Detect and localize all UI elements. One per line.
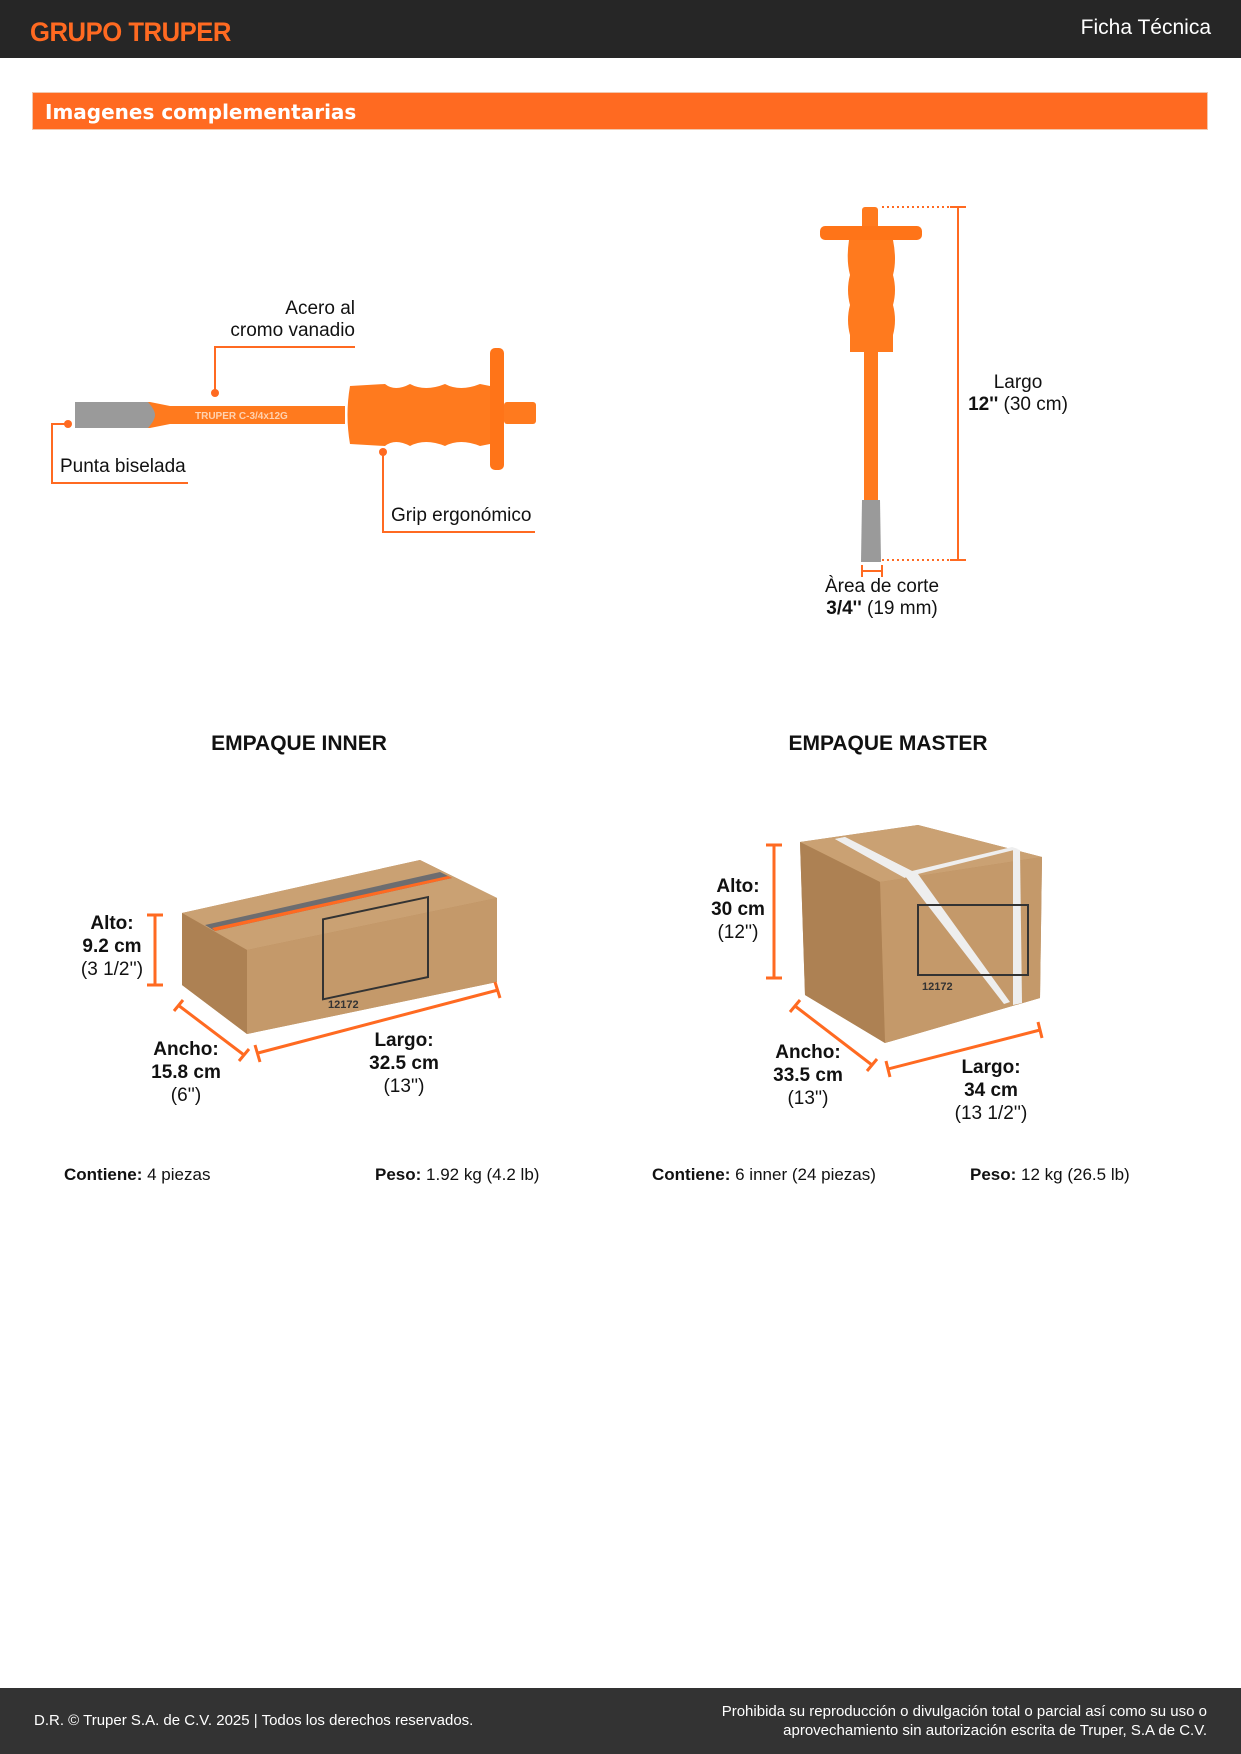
inner-contiene-label: Contiene: bbox=[64, 1165, 143, 1184]
inner-contents: Contiene: 4 piezas bbox=[64, 1165, 210, 1185]
inner-weight: Peso: 1.92 kg (4.2 lb) bbox=[375, 1165, 539, 1185]
master-title: EMPAQUE MASTER bbox=[788, 732, 988, 755]
master-alto-label: Alto: bbox=[716, 876, 760, 897]
master-ancho: Ancho: 33.5 cm (13'') bbox=[758, 1041, 858, 1110]
master-alto-value: 30 cm bbox=[711, 899, 765, 920]
length-value: 12'' bbox=[968, 394, 999, 415]
length-metric: (30 cm) bbox=[1003, 394, 1068, 415]
callout-material-line1: Acero al bbox=[285, 298, 355, 319]
master-contiene-label: Contiene: bbox=[652, 1165, 731, 1184]
callout-material: Acero al cromo vanadio bbox=[230, 298, 355, 342]
section-header: Imagenes complementarias bbox=[32, 92, 1208, 130]
inner-ancho-value: 15.8 cm bbox=[151, 1062, 221, 1083]
master-largo: Largo: 34 cm (13 1/2'') bbox=[941, 1056, 1041, 1125]
inner-title: EMPAQUE INNER bbox=[211, 732, 387, 755]
page-header: GRUPO TRUPER Ficha Técnica bbox=[0, 0, 1241, 58]
inner-ancho-in: (6'') bbox=[170, 1085, 202, 1106]
inner-ancho: Ancho: 15.8 cm (6'') bbox=[136, 1038, 236, 1107]
callout-tip: Punta biselada bbox=[60, 456, 186, 477]
master-box-image: 12172 bbox=[766, 825, 1044, 1078]
inner-box-image: 12172 bbox=[147, 860, 502, 1063]
callout-material-line2: cromo vanadio bbox=[230, 320, 355, 341]
master-ancho-in: (13'') bbox=[787, 1088, 829, 1109]
cut-area-dimension: Àrea de corte 3/4'' (19 mm) bbox=[802, 576, 962, 620]
master-ancho-label: Ancho: bbox=[775, 1042, 841, 1063]
master-weight: Peso: 12 kg (26.5 lb) bbox=[970, 1165, 1130, 1185]
inner-ancho-label: Ancho: bbox=[153, 1039, 219, 1060]
inner-largo-value: 32.5 cm bbox=[369, 1053, 439, 1074]
master-alto: Alto: 30 cm (12'') bbox=[688, 875, 788, 944]
inner-alto-label: Alto: bbox=[90, 913, 134, 934]
cut-metric: (19 mm) bbox=[867, 598, 938, 619]
footer-copyright: D.R. © Truper S.A. de C.V. 2025 | Todos … bbox=[34, 1712, 474, 1729]
master-alto-in: (12'') bbox=[717, 922, 759, 943]
footer-notice-line1: Prohibida su reproducción o divulgación … bbox=[721, 1703, 1207, 1720]
inner-largo: Largo: 32.5 cm (13'') bbox=[354, 1029, 454, 1098]
cut-value: 3/4'' bbox=[826, 598, 862, 619]
master-largo-value: 34 cm bbox=[964, 1080, 1018, 1101]
length-label: Largo bbox=[993, 372, 1043, 393]
inner-alto-in: (3 1/2'') bbox=[80, 959, 144, 980]
inner-alto: Alto: 9.2 cm (3 1/2'') bbox=[62, 912, 162, 981]
master-contents: Contiene: 6 inner (24 piezas) bbox=[652, 1165, 876, 1185]
inner-alto-value: 9.2 cm bbox=[82, 936, 142, 957]
inner-box-code: 12172 bbox=[328, 999, 359, 1011]
section-title: Imagenes complementarias bbox=[45, 100, 357, 124]
footer-notice-line2: aprovechamiento sin autorización escrita… bbox=[783, 1722, 1207, 1739]
length-dimension: Largo 12'' (30 cm) bbox=[958, 372, 1078, 416]
cut-label: Àrea de corte bbox=[824, 576, 940, 597]
grupo-truper-logo: GRUPO TRUPER bbox=[30, 17, 231, 47]
horizontal-chisel-image: TRUPER C-3/4x12G bbox=[51, 346, 536, 533]
document-type: Ficha Técnica bbox=[1080, 16, 1211, 39]
master-contiene-value: 6 inner (24 piezas) bbox=[735, 1165, 876, 1184]
master-largo-label: Largo: bbox=[961, 1057, 1021, 1078]
master-box-code: 12172 bbox=[922, 981, 953, 993]
master-peso-value: 12 kg (26.5 lb) bbox=[1021, 1165, 1130, 1184]
inner-largo-in: (13'') bbox=[383, 1076, 425, 1097]
inner-peso-value: 1.92 kg (4.2 lb) bbox=[426, 1165, 540, 1184]
vertical-chisel-image bbox=[820, 206, 966, 577]
master-peso-label: Peso: bbox=[970, 1165, 1017, 1184]
master-largo-in: (13 1/2'') bbox=[954, 1103, 1028, 1124]
inner-largo-label: Largo: bbox=[374, 1030, 434, 1051]
page-footer: D.R. © Truper S.A. de C.V. 2025 | Todos … bbox=[0, 1688, 1241, 1754]
footer-notice: Prohibida su reproducción o divulgación … bbox=[722, 1702, 1207, 1740]
inner-contiene-value: 4 piezas bbox=[147, 1165, 211, 1184]
master-ancho-value: 33.5 cm bbox=[773, 1065, 843, 1086]
engraving-text: TRUPER C-3/4x12G bbox=[195, 411, 288, 422]
inner-peso-label: Peso: bbox=[375, 1165, 422, 1184]
callout-grip: Grip ergonómico bbox=[391, 505, 532, 526]
